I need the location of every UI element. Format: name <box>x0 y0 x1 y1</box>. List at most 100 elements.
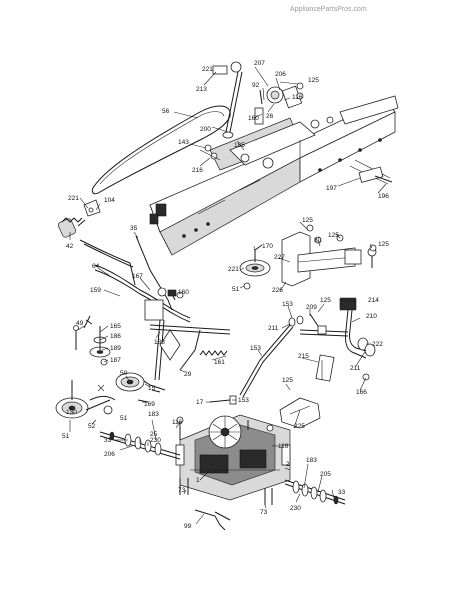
part-label: 49 <box>76 320 84 327</box>
part-label: 200 <box>200 126 211 133</box>
part-label: 187 <box>110 357 121 364</box>
part-label: 1 <box>196 477 200 484</box>
transaxle <box>175 414 291 501</box>
part-label: 188 <box>154 339 165 346</box>
part-label: 216 <box>192 167 203 174</box>
part-label: 183 <box>306 457 317 464</box>
part-label: 125 <box>302 217 313 224</box>
part-label: 221 <box>68 195 79 202</box>
part-label: 35 <box>130 225 138 232</box>
part-label: 210 <box>366 313 377 320</box>
part-label: 42 <box>66 243 74 250</box>
part-label: 25 <box>150 431 158 438</box>
part-label: 125 <box>328 232 339 239</box>
clutch-lever-assembly <box>134 287 231 391</box>
part-label: 15 <box>148 385 156 392</box>
part-label: 206 <box>104 451 115 458</box>
part-label: 73 <box>260 509 268 516</box>
part-label: 197 <box>326 185 337 192</box>
part-label: 33 <box>338 489 346 496</box>
part-label: 51 <box>232 286 240 293</box>
mount-bolts <box>176 416 274 531</box>
part-label: 51 <box>62 433 70 440</box>
part-label: 116 <box>278 443 289 450</box>
part-label: 125 <box>378 241 389 248</box>
part-label: 166 <box>356 389 367 396</box>
part-label: 153 <box>250 345 261 352</box>
part-label: 73 <box>178 487 186 494</box>
part-label: 211 <box>268 325 279 332</box>
part-label: 104 <box>104 197 115 204</box>
part-label: 186 <box>110 333 121 340</box>
part-label: 64 <box>92 263 100 270</box>
part-label: 125 <box>282 377 293 384</box>
chassis-frame <box>149 95 399 256</box>
part-label: 221 <box>228 266 239 273</box>
watermark: AppliancePartsPros.com <box>290 6 367 13</box>
part-label: 51 <box>120 415 128 422</box>
part-label: 159 <box>90 287 101 294</box>
part-label: 80 <box>314 237 322 244</box>
part-label: 153 <box>238 397 249 404</box>
part-label: 165 <box>110 323 121 330</box>
part-label: 160 <box>248 115 259 122</box>
part-label: 56 <box>162 108 170 115</box>
part-label: 169 <box>144 401 155 408</box>
right-axle-washers <box>292 480 339 505</box>
part-label: 230 <box>150 437 161 444</box>
part-label: 225 <box>294 423 305 430</box>
part-label: 33 <box>104 437 112 444</box>
part-label: 26 <box>266 113 274 120</box>
part-label: 160 <box>178 289 189 296</box>
part-label: 221 <box>202 66 213 73</box>
part-label: 153 <box>282 301 293 308</box>
part-label: 211 <box>350 365 361 372</box>
part-label: 17 <box>196 399 204 406</box>
part-label: 29 <box>184 371 192 378</box>
part-label: 130 <box>66 409 77 416</box>
pulley-lower-left <box>55 380 116 419</box>
part-label: 52 <box>88 423 96 430</box>
idler-pulley-center <box>239 244 271 290</box>
part-label: 125 <box>320 297 331 304</box>
part-label: 230 <box>290 505 301 512</box>
part-label: 214 <box>368 297 379 304</box>
left-spring-assembly <box>57 199 101 238</box>
part-label: 143 <box>178 139 189 146</box>
part-label: 116 <box>172 419 183 426</box>
part-label: 213 <box>196 86 207 93</box>
part-label: 227 <box>274 254 285 261</box>
part-labels: 221 213 207 206 125 92 116 56 26 160 200… <box>62 60 389 530</box>
spring-161 <box>199 350 228 356</box>
pedal-hardware <box>239 313 327 398</box>
leader-lines <box>69 66 387 525</box>
part-label: 196 <box>378 193 389 200</box>
part-label: 209 <box>306 304 317 311</box>
part-label: 183 <box>148 411 159 418</box>
part-label: 205 <box>320 471 331 478</box>
part-label: 167 <box>132 273 143 280</box>
part-label: 161 <box>214 359 225 366</box>
right-bracket <box>281 224 377 287</box>
part-label: 2 <box>286 461 290 468</box>
part-label: 92 <box>252 82 260 89</box>
part-label: 215 <box>298 353 309 360</box>
mount-plate-225 <box>279 397 321 429</box>
part-label: 185 <box>234 142 245 149</box>
part-label: 99 <box>184 523 192 530</box>
part-label: 226 <box>272 287 283 294</box>
rods <box>79 235 191 323</box>
part-label: 222 <box>372 341 383 348</box>
bracket-215 <box>315 354 335 382</box>
part-label: 207 <box>254 60 265 67</box>
part-label: 116 <box>292 94 303 101</box>
part-label: 125 <box>308 77 319 84</box>
part-label: 189 <box>110 345 121 352</box>
part-label: 206 <box>275 71 286 78</box>
upper-hardware <box>199 61 393 183</box>
part-label: 50 <box>120 370 128 377</box>
part-label: 170 <box>262 243 273 250</box>
drive-belt <box>91 105 231 195</box>
